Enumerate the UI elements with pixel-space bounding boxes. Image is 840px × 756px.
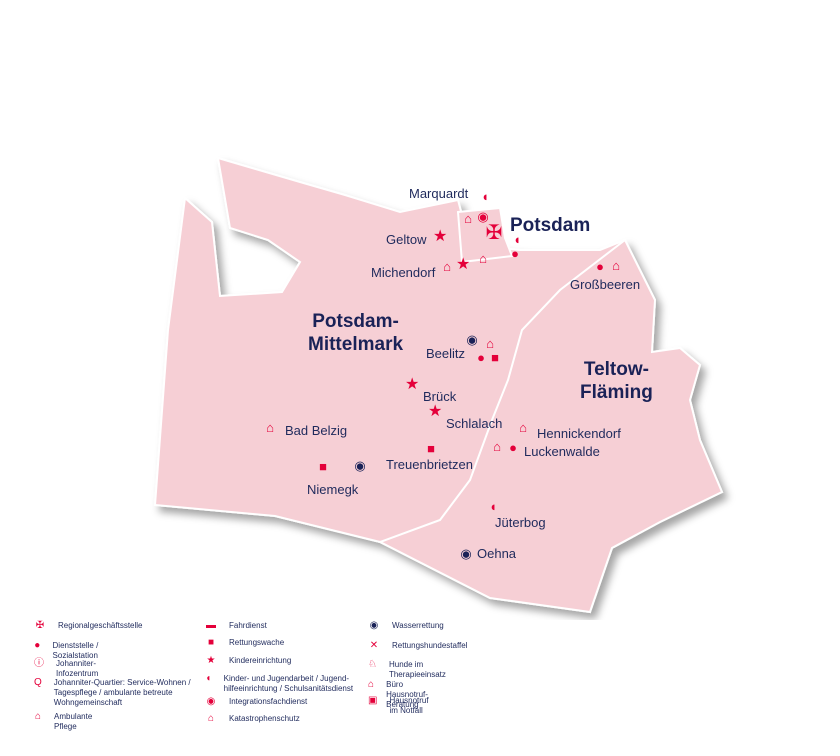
legend-item: ● Dienststelle / Sozialstation [34, 641, 103, 661]
legend-item: ✕ Rettungshundestaffel [368, 640, 468, 651]
rescue-station-icon: ■ [427, 441, 435, 456]
legend-label: Integrationsfachdienst [229, 697, 308, 706]
place-oehna[interactable]: Oehna [477, 546, 517, 561]
home-emergency-call-icon: ▣ [368, 695, 378, 706]
legend-label: Dienststelle / Sozialstation [52, 641, 99, 660]
legend-label: Wasserrettung [392, 621, 444, 630]
region-label-line: Teltow- [583, 359, 649, 380]
region-label-line: Fläming [580, 382, 653, 403]
legend-item: ♘ Hunde im Therapieeinsatz [368, 660, 449, 680]
service-station-icon: ● [477, 350, 485, 365]
regional-office-icon: ✠ [485, 222, 503, 244]
youth-work-icon: ◖ [513, 232, 521, 247]
district-border [379, 239, 626, 543]
rescue-dog-icon: ✕ [369, 640, 379, 651]
transport-service-icon: ▬ [206, 620, 216, 631]
place-marquardt[interactable]: Marquardt [409, 186, 469, 201]
quarter-icon: Q [34, 677, 42, 688]
legend-item: ⌂ Ambulante Pflege [34, 712, 96, 732]
place-grossbeeren[interactable]: Großbeeren [570, 277, 641, 292]
place-beelitz[interactable]: Beelitz [426, 346, 466, 361]
service-station-icon: ● [509, 440, 517, 455]
legend-item: Q Johanniter-Quartier: Service-Wohnen / T… [34, 678, 204, 708]
place-bad-belzig[interactable]: Bad Belzig [285, 423, 348, 438]
region-label-teltow-flaeming: Teltow-Fläming [580, 358, 653, 404]
regional-office-icon: ✠ [35, 620, 45, 631]
service-station-icon: ● [511, 246, 519, 261]
water-rescue-icon: ◉ [354, 458, 366, 473]
legend-label: Johanniter-Infozentrum [56, 659, 99, 678]
place-brueck[interactable]: Brück [423, 389, 457, 404]
legend-label: Fahrdienst [229, 621, 267, 630]
youth-work-icon: ◖ [489, 499, 497, 514]
youth-work-icon: ◖ [205, 673, 212, 684]
legend-item: ⌂ Büro Hausnotruf-Beratung [368, 680, 434, 710]
water-rescue-icon: ◉ [460, 546, 472, 561]
place-jueterbog[interactable]: Jüterbog [495, 515, 546, 530]
legend-item: ◉ Integrationsfachdienst [205, 696, 308, 707]
disaster-control-icon: ⌂ [519, 420, 527, 435]
place-michendorf[interactable]: Michendorf [371, 265, 436, 280]
water-rescue-icon: ◉ [369, 620, 379, 631]
legend-label: Johanniter-Quartier: Service-Wohnen / Ta… [53, 678, 191, 707]
legend-label: Rettungshundestaffel [392, 641, 468, 650]
youth-work-icon: ◖ [481, 189, 489, 204]
region-label-line: Potsdam- [312, 311, 399, 332]
integration-icon: ◉ [477, 209, 489, 224]
legend-label: Büro Hausnotruf-Beratung [386, 680, 428, 709]
legend-label: Kindereinrichtung [229, 656, 292, 665]
legend-label: Kinder- und Jugendarbeit / Jugend-hilfee… [223, 674, 354, 693]
child-care-star-icon: ★ [433, 228, 448, 245]
ambulant-care-icon: ⌂ [443, 259, 451, 274]
legend-item: ◖ Kinder- und Jugendarbeit / Jugend-hilfe… [205, 674, 365, 694]
place-geltow[interactable]: Geltow [386, 232, 427, 247]
place-luckenwalde[interactable]: Luckenwalde [524, 444, 600, 459]
legend-item: ◉ Wasserrettung [368, 621, 444, 631]
service-station-icon: ● [596, 259, 604, 274]
water-rescue-icon: ◉ [466, 332, 478, 347]
potsdam-city [456, 206, 514, 264]
region-map [153, 156, 724, 614]
legend-item: ★ Kindereinrichtung [205, 655, 292, 666]
home-emergency-office-icon: ⌂ [464, 211, 472, 226]
rescue-station-icon: ■ [491, 350, 499, 365]
legend-label: Ambulante Pflege [54, 712, 93, 731]
ambulant-care-icon: ⌂ [34, 711, 42, 722]
integration-icon: ◉ [206, 696, 216, 707]
place-hennickendorf[interactable]: Hennickendorf [537, 426, 621, 441]
ambulant-care-icon: ⌂ [493, 439, 501, 454]
region-label-line: Mittelmark [308, 334, 404, 355]
legend-item: ✠ Regionalgeschäftsstelle [34, 621, 143, 631]
legend-label: Katastrophenschutz [229, 714, 300, 723]
child-care-star-icon: ★ [428, 403, 443, 420]
place-schlalach[interactable]: Schlalach [446, 416, 503, 431]
ambulant-care-icon: ⌂ [612, 258, 620, 273]
legend-label: Hunde im Therapieeinsatz [388, 660, 446, 679]
service-station-icon: ● [34, 640, 41, 651]
legend-label: Regionalgeschäftsstelle [58, 621, 143, 630]
legend-label: Rettungswache [229, 638, 285, 647]
home-emergency-office-icon: ⌂ [368, 679, 375, 690]
legend-label: Hausnotruf im Notfall [389, 696, 429, 715]
rescue-station-icon: ■ [319, 459, 327, 474]
legend-item: ⓘ Johanniter-Infozentrum [34, 659, 100, 679]
ambulant-care-icon: ⌂ [479, 251, 487, 266]
place-treuenbrietzen[interactable]: Treuenbrietzen [386, 457, 473, 472]
region-label-potsdam-mittelmark: Potsdam-Mittelmark [308, 310, 403, 356]
place-niemegk[interactable]: Niemegk [307, 482, 359, 497]
therapy-dog-icon: ♘ [368, 659, 377, 670]
legend-item: ▣ Hausnotruf im Notfall [368, 696, 431, 716]
legend-item: ■ Rettungswache [205, 638, 284, 648]
disaster-control-icon: ⌂ [207, 713, 215, 724]
info-center-icon: ⓘ [34, 658, 44, 669]
ambulant-care-icon: ⌂ [486, 336, 494, 351]
legend-item: ⌂ Katastrophenschutz [205, 714, 300, 724]
region-label-potsdam: Potsdam [510, 215, 591, 236]
legend-item: ▬ Fahrdienst [205, 621, 267, 631]
rescue-station-icon: ■ [207, 637, 215, 648]
child-care-star-icon: ★ [206, 655, 216, 666]
disaster-control-icon: ⌂ [266, 420, 274, 435]
child-care-star-icon: ★ [405, 376, 420, 393]
child-care-star-icon: ★ [456, 256, 471, 273]
